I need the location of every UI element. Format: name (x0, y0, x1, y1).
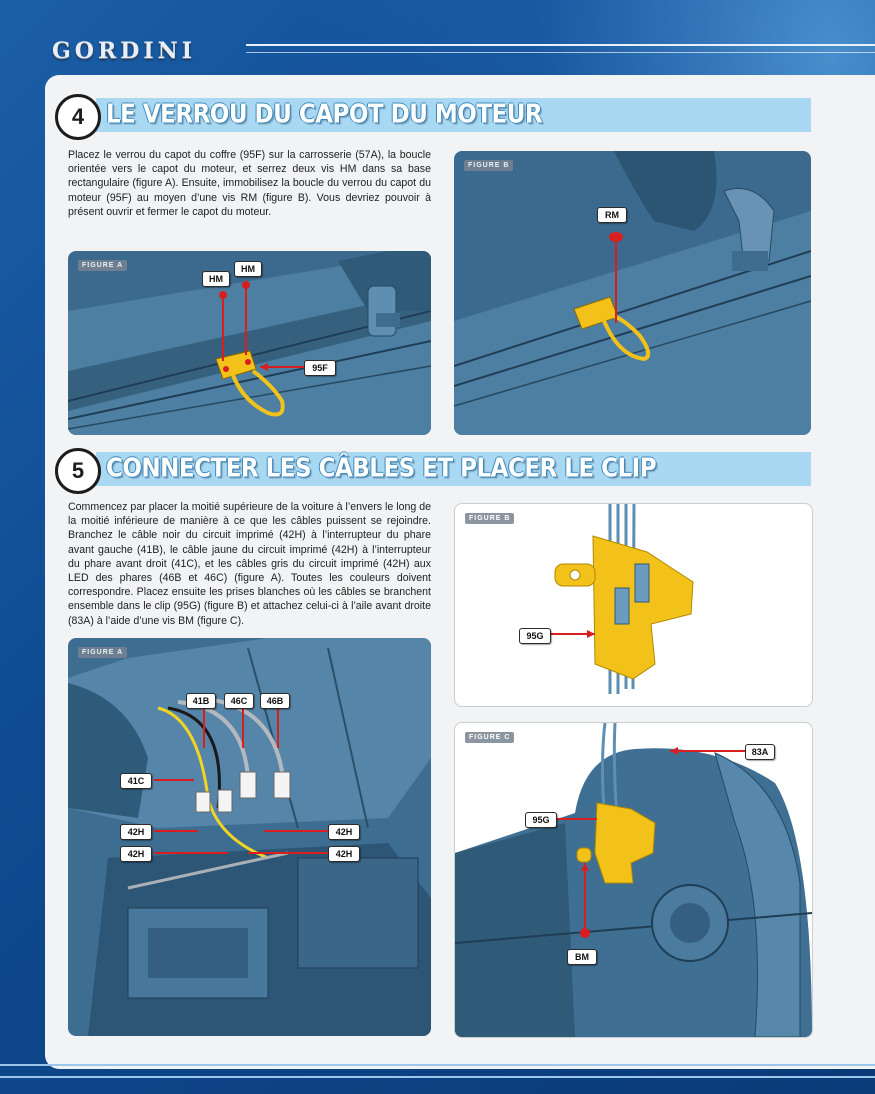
step-4-instructions: Placez le verrou du capot du coffre (95F… (68, 149, 431, 218)
callout-83a: 83A (745, 744, 775, 760)
figure-illustration (68, 638, 431, 1036)
step-4-number: 4 (55, 94, 101, 140)
callout-41b: 41B (186, 693, 216, 709)
step-4-figure-b: FIGURE B RM (454, 151, 811, 435)
figure-illustration (68, 251, 431, 435)
figure-tag: FIGURE B (465, 513, 515, 524)
figure-tag: FIGURE C (465, 732, 515, 743)
step-4-header-bar (96, 98, 811, 132)
callout-42h: 42H (328, 824, 360, 840)
figure-illustration (455, 723, 812, 1037)
callout-42h: 42H (120, 824, 152, 840)
figure-tag: FIGURE A (78, 647, 128, 658)
callout-46c: 46C (224, 693, 254, 709)
callout-95g: 95G (525, 812, 557, 828)
callout-42h: 42H (328, 846, 360, 862)
callout-hm: HM (202, 271, 230, 287)
figure-tag: FIGURE A (78, 260, 128, 271)
figure-tag: FIGURE B (464, 160, 514, 171)
footer-rule (0, 1064, 875, 1078)
callout-hm: HM (234, 261, 262, 277)
callout-bm: BM (567, 949, 597, 965)
figure-illustration (545, 504, 694, 694)
callout-rm: RM (597, 207, 627, 223)
callout-41c: 41C (120, 773, 152, 789)
callout-42h: 42H (120, 846, 152, 862)
step-5-header-bar (96, 452, 811, 486)
step-5-figure-a: FIGURE A 41B 46C 46B 41C 42H 42H 42H 42H (68, 638, 431, 1036)
callout-95g: 95G (519, 628, 551, 644)
brand-logo: GORDINI (52, 38, 197, 64)
callout-95f: 95F (304, 360, 336, 376)
step-5-instructions: Commencez par placer la moitié supérieur… (68, 501, 431, 627)
step-5-figure-c: FIGURE C 83A 95G BM (454, 722, 813, 1038)
header-rule (246, 44, 875, 46)
step-5-number: 5 (55, 448, 101, 494)
header-rule (246, 52, 875, 53)
step-5-figure-b: FIGURE B 95G (454, 503, 813, 707)
callout-46b: 46B (260, 693, 290, 709)
figure-illustration (454, 151, 811, 435)
step-5-title: CONNECTER LES CÂBLES ET PLACER LE CLIP (106, 454, 657, 484)
step-4-title: LE VERROU DU CAPOT DU MOTEUR (106, 100, 543, 130)
step-4-figure-a: FIGURE A HM HM 95F (68, 251, 431, 435)
